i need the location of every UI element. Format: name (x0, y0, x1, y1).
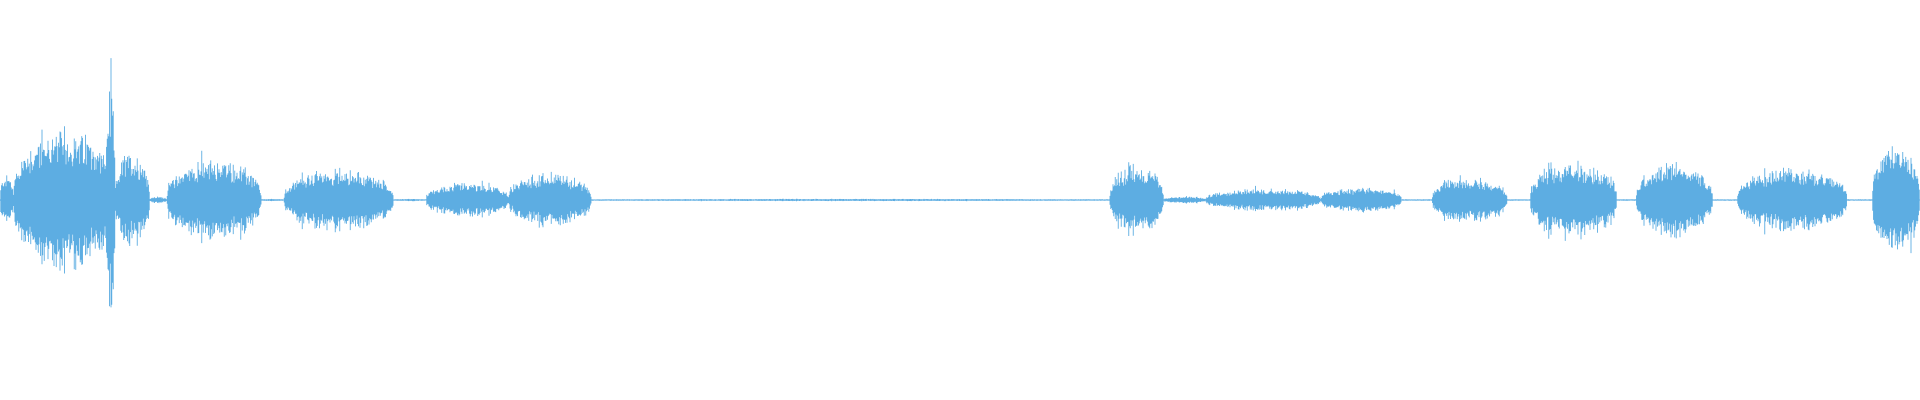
waveform-bars (0, 58, 1920, 308)
waveform-path (0, 58, 1920, 308)
